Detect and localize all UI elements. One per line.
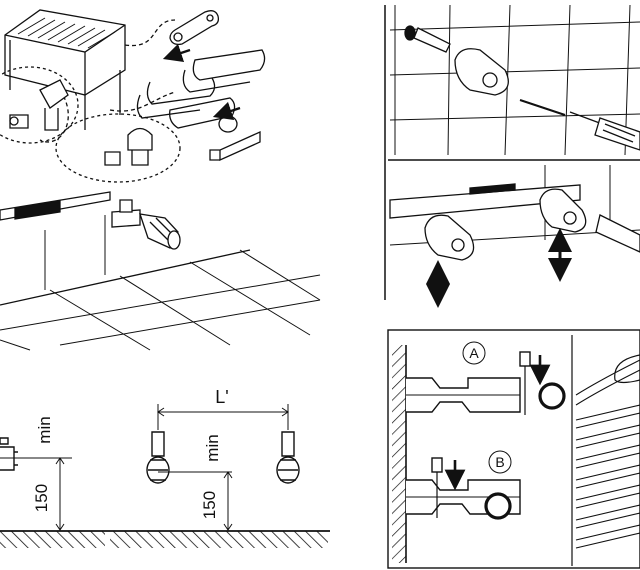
radiator-bottom bbox=[0, 191, 111, 221]
guide-line bbox=[109, 91, 176, 112]
pipe-fitting bbox=[218, 115, 238, 133]
valve-front bbox=[276, 431, 300, 484]
allen-key-icon bbox=[209, 130, 261, 162]
wall-bracket-panel bbox=[389, 4, 640, 156]
wall-tile-line bbox=[44, 215, 106, 290]
floor-valve-panel bbox=[0, 191, 321, 351]
valve-callout bbox=[0, 66, 79, 144]
spanner-icon bbox=[169, 10, 220, 46]
valve-front bbox=[146, 431, 170, 484]
valve-detail bbox=[9, 79, 69, 131]
screwdriver-icon bbox=[569, 111, 640, 151]
wall-plug bbox=[404, 25, 451, 53]
valve-detail bbox=[104, 127, 153, 166]
pipe-assembly bbox=[136, 49, 266, 129]
screw bbox=[519, 99, 566, 116]
panel-frame bbox=[387, 329, 640, 569]
valve-front bbox=[0, 437, 18, 471]
height-label-right: 150 bbox=[200, 491, 219, 519]
wall-floor-edge bbox=[0, 249, 251, 306]
bracket-option-a bbox=[406, 351, 566, 415]
bracket bbox=[454, 48, 509, 96]
bracket bbox=[539, 188, 587, 233]
wall-hatch bbox=[392, 345, 406, 563]
spirit-level bbox=[389, 183, 581, 219]
exploded-assembly-panel bbox=[0, 9, 266, 183]
option-b-label: B bbox=[495, 454, 504, 470]
screwdriver-icon bbox=[595, 214, 640, 253]
floor-hatch bbox=[110, 531, 328, 548]
floor-tiles bbox=[0, 249, 321, 351]
bracket-option-b bbox=[406, 457, 521, 520]
direction-arrow bbox=[212, 101, 241, 121]
hook-options-panel bbox=[387, 329, 640, 569]
spacing-label: L' bbox=[215, 387, 228, 407]
option-a-label: A bbox=[469, 345, 479, 361]
direction-arrow bbox=[162, 43, 191, 63]
dimension-panel bbox=[0, 404, 330, 548]
bracket-level-panel bbox=[389, 165, 640, 308]
guide-line bbox=[124, 19, 176, 47]
bracket bbox=[424, 214, 475, 261]
radiator-rails bbox=[575, 359, 640, 549]
radiator-perspective bbox=[4, 9, 126, 130]
valve-body bbox=[111, 199, 181, 250]
min-label-right: min bbox=[203, 434, 222, 461]
floor-hatch bbox=[0, 531, 105, 548]
height-label-left: 150 bbox=[32, 484, 51, 512]
min-label-left: min bbox=[35, 416, 54, 443]
valve-callout bbox=[55, 113, 181, 183]
